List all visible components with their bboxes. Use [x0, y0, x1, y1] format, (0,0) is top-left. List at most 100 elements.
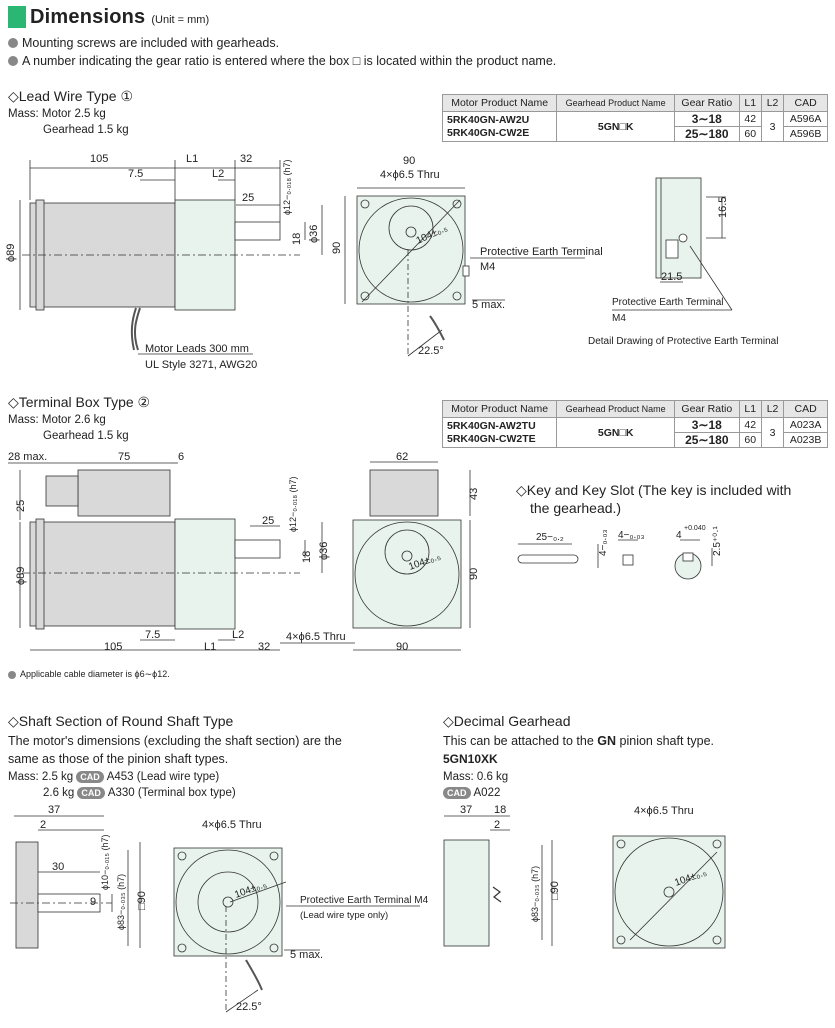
col-ratio: Gear Ratio — [674, 400, 740, 418]
dim-9: 9 — [90, 896, 96, 908]
dim-sq-90: □90 — [136, 891, 148, 910]
motor-names: 5RK40GN-AW2U 5RK40GN-CW2E — [441, 111, 558, 142]
dim-36: ϕ36 — [318, 542, 330, 560]
l1-cell: 42 — [738, 417, 762, 433]
cad-badge: CAD — [76, 771, 104, 783]
ratio-cell: 25∼180 — [674, 126, 740, 142]
dim-90-top: 90 — [403, 155, 415, 167]
dim-thru-holes: 4×ϕ6.5 Thru — [286, 631, 346, 643]
pe-terminal-label: Protective Earth Terminal M4 — [300, 895, 429, 906]
detail-m4-label: M4 — [612, 313, 626, 324]
dim-7-5: 7.5 — [128, 168, 143, 180]
round-shaft-desc-2: same as those of the pinion shaft types. — [8, 752, 229, 766]
l1-cell: 42 — [738, 111, 762, 127]
dim-18: 18 — [494, 804, 506, 816]
key-length-dim: 25−₀.₂ — [536, 532, 564, 543]
lead-wire-title: ◇Lead Wire Type ① — [8, 88, 134, 104]
decimal-mass: Mass: 0.6 kg — [443, 771, 509, 783]
col-gearhead: Gearhead Product Name — [556, 94, 676, 112]
dim-shaft-10: ϕ10−₀.₀₁₅ (h7) — [100, 835, 110, 890]
terminal-box — [77, 469, 171, 517]
col-l1: L1 — [738, 94, 762, 112]
dim-5-max: 5 max. — [290, 949, 323, 961]
dim-L1: L1 — [204, 641, 216, 653]
dim-32: 32 — [240, 153, 252, 165]
bullet-icon — [8, 670, 16, 679]
pe-note: (Lead wire type only) — [300, 910, 388, 921]
cad-cell: A596B — [783, 126, 828, 142]
lead-wire-drawing: 105 L1 32 7.5 L2 25 ϕ12−₀.₀₁₈ (h7) 18 ϕ3… — [5, 153, 778, 371]
col-l2: L2 — [760, 94, 785, 112]
cable-diameter-note: Applicable cable diameter is ϕ6∼ϕ12. — [8, 669, 170, 680]
key-height-dim: 4−₀.₀₃ — [598, 529, 609, 556]
bullet-icon — [8, 38, 18, 48]
col-l2: L2 — [760, 400, 785, 418]
dim-43: 43 — [468, 488, 480, 500]
col-cad: CAD — [783, 94, 828, 112]
col-motor: Motor Product Name — [441, 94, 558, 112]
output-shaft — [234, 221, 281, 241]
dim-thru-holes: 4×ϕ6.5 Thru — [202, 819, 262, 831]
dim-L2: L2 — [212, 168, 224, 180]
cad-cell: A596A — [783, 111, 828, 127]
decimal-title: ◇Decimal Gearhead — [443, 713, 571, 729]
dim-6: 6 — [178, 451, 184, 463]
dim-90-side: 90 — [468, 568, 480, 580]
round-shaft-title: ◇Shaft Section of Round Shaft Type — [8, 713, 234, 729]
terminal-box-spec-table: Motor Product Name Gearhead Product Name… — [441, 400, 828, 448]
dim-62: 62 — [396, 451, 408, 463]
key-title-line2: the gearhead.) — [530, 500, 622, 516]
dim-75: 75 — [118, 451, 130, 463]
ul-style-label: UL Style 3271, AWG20 — [145, 359, 257, 371]
decimal-desc: This can be attached to the GN pinion sh… — [443, 734, 715, 748]
dim-L2: L2 — [232, 629, 244, 641]
col-gearhead: Gearhead Product Name — [556, 400, 676, 418]
cad-badge: CAD — [77, 787, 105, 799]
col-l1: L1 — [738, 400, 762, 418]
gearhead-name: 5GN□K — [556, 417, 676, 448]
l2-cell: 3 — [760, 417, 785, 448]
dim-2: 2 — [494, 819, 500, 831]
cad-cell: A023B — [783, 432, 828, 448]
col-ratio: Gear Ratio — [674, 94, 740, 112]
dim-21-5: 21.5 — [661, 271, 682, 283]
dim-30: 30 — [52, 861, 64, 873]
note-gear-ratio: A number indicating the gear ratio is en… — [8, 54, 556, 68]
lead-wire-spec-table: Motor Product Name Gearhead Product Name… — [441, 94, 828, 142]
l1-cell: 60 — [738, 126, 762, 142]
dim-37: 37 — [48, 804, 60, 816]
dim-2: 2 — [40, 819, 46, 831]
ratio-cell: 3∼18 — [674, 417, 740, 433]
round-shaft-desc-1: The motor's dimensions (excluding the sh… — [8, 734, 342, 748]
dim-shaft-12: ϕ12−₀.₀₁₈ (h7) — [282, 159, 292, 215]
dim-18: 18 — [301, 551, 313, 563]
terminal-box-title: ◇Terminal Box Type ② — [8, 394, 151, 410]
col-cad: CAD — [783, 400, 828, 418]
dim-pilot-83: ϕ83−₀.₀₃₅ (h7) — [530, 866, 540, 922]
dim-18: 18 — [291, 233, 303, 245]
dim-angle: 22.5° — [236, 1001, 262, 1013]
dim-L1: L1 — [186, 153, 198, 165]
slot-width-dim: 4 — [676, 530, 682, 541]
motor-names: 5RK40GN-AW2TU 5RK40GN-CW2TE — [441, 417, 558, 448]
dim-89: ϕ89 — [15, 567, 27, 585]
dim-sq-90: □90 — [549, 881, 561, 900]
slot-width-tolerance: +0.040 — [684, 525, 706, 532]
dim-5-max: 5 max. — [472, 299, 505, 311]
key-title: ◇Key and Key Slot (The key is included w… — [516, 482, 792, 498]
terminal-box-mass-motor: Mass: Motor 2.6 kg — [8, 414, 106, 426]
slot-depth-dim: 2.5⁺⁰·¹ — [712, 525, 723, 556]
dim-105: 105 — [90, 153, 108, 165]
dim-shaft-12: ϕ12−₀.₀₁₈ (h7) — [288, 476, 298, 532]
pe-m4-label: M4 — [480, 261, 495, 273]
dim-90-side: 90 — [331, 242, 343, 254]
dim-32: 32 — [258, 641, 270, 653]
dim-25-left: 25 — [15, 500, 27, 512]
terminal-box-mass-gearhead: Gearhead 1.5 kg — [43, 430, 129, 442]
dim-89: ϕ89 — [5, 244, 17, 262]
bullet-icon — [8, 56, 18, 66]
gearhead-name: 5GN□K — [556, 111, 676, 142]
dim-thru-holes: 4×ϕ6.5 Thru — [380, 169, 440, 181]
